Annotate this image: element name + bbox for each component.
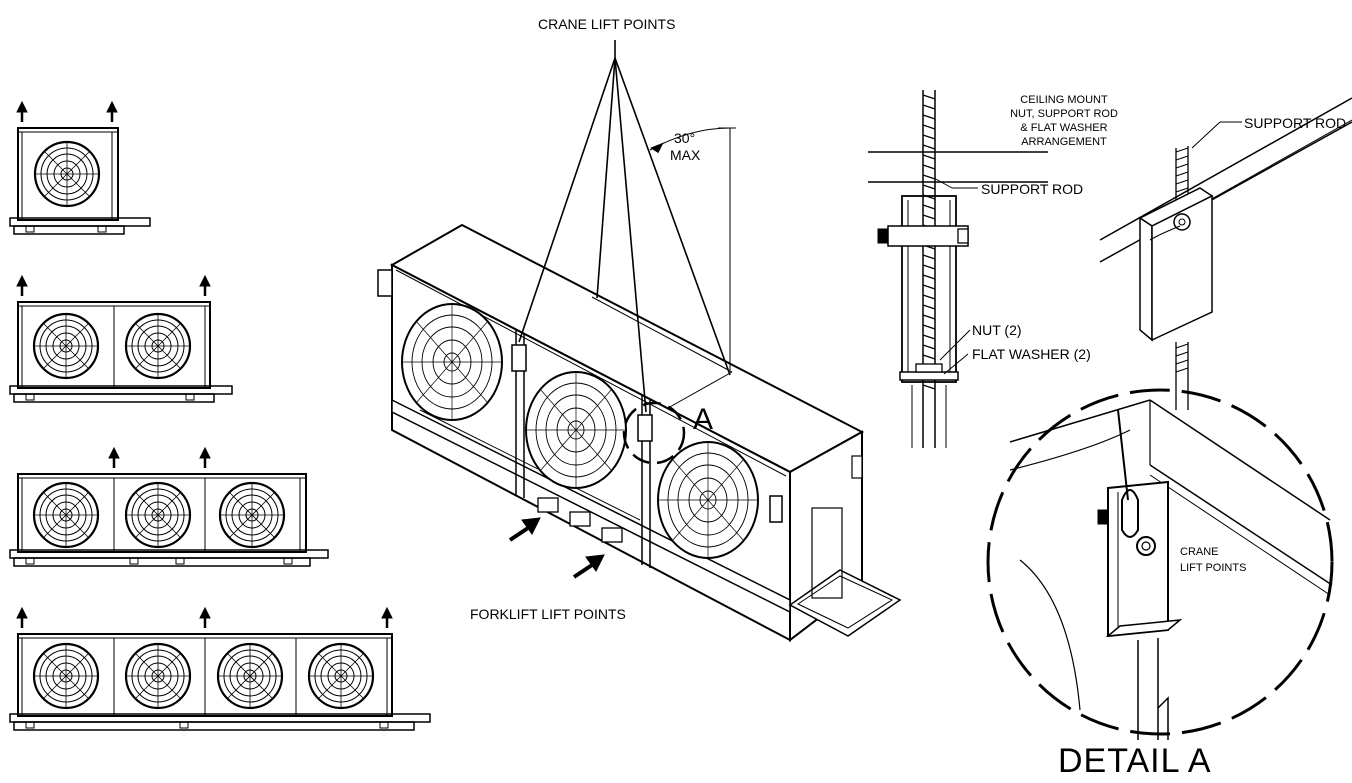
ceiling-mount-line-3: & FLAT WASHER xyxy=(1020,122,1108,134)
detail-a-callout: A xyxy=(693,403,714,436)
flat-washer-label: FLAT WASHER (2) xyxy=(972,346,1091,362)
lift-arrow-icon xyxy=(105,100,119,124)
nut-label: NUT (2) xyxy=(972,322,1022,338)
front-view-2-fans xyxy=(9,274,233,403)
ceiling-mount-iso-view xyxy=(1099,97,1352,410)
lift-arrow-icon xyxy=(380,606,394,630)
lift-arrow-icon xyxy=(198,606,212,630)
angle-value-label: 30° xyxy=(674,130,696,146)
lift-arrow-icon xyxy=(198,274,212,298)
lift-arrow-icon xyxy=(15,606,29,630)
ceiling-mount-line-4: ARRANGEMENT xyxy=(1021,136,1107,148)
front-view-1-fan xyxy=(9,100,151,235)
ceiling-mount-side-view xyxy=(868,90,1048,448)
detail-a-title: DETAIL A xyxy=(1058,742,1212,780)
ceiling-mount-line-1: CEILING MOUNT xyxy=(1020,94,1108,106)
detail-a-view xyxy=(986,388,1334,740)
isometric-unit xyxy=(377,223,902,643)
support-rod-label-iso: SUPPORT ROD xyxy=(1244,115,1347,131)
detail-crane-label-1: CRANE xyxy=(1180,546,1219,558)
forklift-arrows xyxy=(508,517,605,579)
ceiling-mount-line-2: NUT, SUPPORT ROD xyxy=(1010,108,1118,120)
forklift-lift-points-label: FORKLIFT LIFT POINTS xyxy=(470,606,626,622)
front-view-4-fans xyxy=(9,606,431,731)
angle-max-label: MAX xyxy=(670,147,701,163)
crane-rigging-lines xyxy=(518,40,736,413)
detail-a-marker-circle xyxy=(622,401,686,465)
front-view-3-fans xyxy=(9,446,329,567)
support-rod-label-side: SUPPORT ROD xyxy=(981,181,1084,197)
detail-crane-label-2: LIFT POINTS xyxy=(1180,562,1247,574)
lift-arrow-icon xyxy=(107,446,121,470)
lift-arrow-icon xyxy=(198,446,212,470)
lift-arrow-icon xyxy=(15,100,29,124)
crane-lift-points-label: CRANE LIFT POINTS xyxy=(538,16,676,32)
lift-arrow-icon xyxy=(15,274,29,298)
